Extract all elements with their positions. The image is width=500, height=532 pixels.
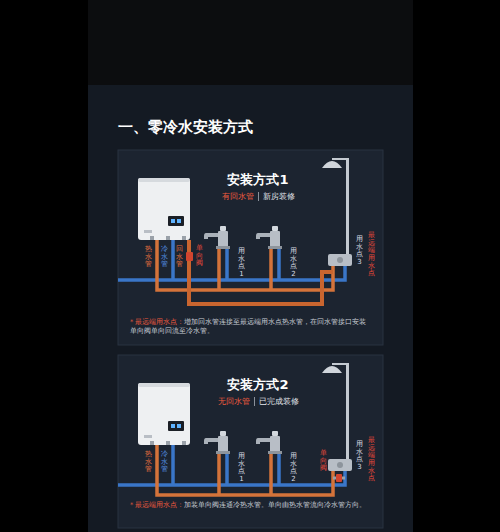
cold-pipe: [277, 249, 281, 280]
faucet: [204, 431, 230, 454]
faucet: [256, 431, 282, 454]
hot-pipe: [269, 249, 273, 290]
cold-pipe: [171, 445, 175, 485]
pipes-2: [118, 445, 345, 495]
pipe-label: 冷水管: [161, 451, 168, 474]
check-valve: [336, 474, 342, 482]
panel-note: * 最远端用水点：: [130, 318, 184, 326]
faucet: [204, 226, 230, 249]
panel-note: 加装单向阀连通冷热水管。单向由热水管流向冷水管方向。: [184, 501, 366, 509]
panel-tag: 新房装修: [258, 192, 295, 201]
pipe-label: 用水点3: [356, 441, 363, 472]
panel-ground: [118, 355, 383, 528]
page-title: 一、零冷水安装方式: [118, 118, 253, 137]
pipes-1: [118, 240, 345, 304]
panel-note: * 最远端用水点：: [130, 501, 184, 509]
panel-tag: 已完成装修: [254, 397, 299, 406]
top-band: [88, 0, 413, 85]
shower-set: [322, 158, 352, 266]
content-column: [88, 85, 413, 532]
pipe-label: 单向阀: [320, 450, 327, 473]
pipe-label: 单向阀: [196, 245, 203, 268]
pipe-label: 回水管: [176, 246, 183, 269]
panel-tag: 无回水管: [218, 397, 250, 406]
pipe-label: 用水点1: [238, 248, 245, 279]
pipe-label: 用水点2: [290, 453, 297, 484]
install-panel: 安装方式2 无回水管已完成装修 * 最远端用水点：加装单向阀连通冷热水管。单向由热水…: [118, 355, 383, 528]
return-pipe: [189, 240, 333, 304]
water-heater: [138, 383, 190, 445]
hot-pipe: [157, 240, 333, 290]
faucet: [256, 226, 282, 249]
hot-pipe: [157, 445, 333, 495]
cold-pipe: [225, 249, 229, 280]
pipe-label: 热水管: [145, 451, 152, 474]
pipe-label: 最远端用水点: [368, 437, 375, 483]
panel-ground: [118, 150, 383, 345]
pipe-label: 冷水管: [161, 246, 168, 269]
pipe-label: 热水管: [145, 246, 152, 269]
cold-pipe: [171, 240, 175, 280]
panel-heading: 安装方式2: [188, 377, 328, 393]
cold-pipe: [277, 454, 281, 485]
cold-pipe: [118, 471, 345, 485]
panel-tag: 有回水管: [222, 192, 254, 201]
install-panel: 安装方式1有回水管新房装修* 最远端用水点：增加回水管连接至最远端用水点热水管，…: [118, 150, 383, 345]
hot-pipe: [217, 249, 221, 290]
cold-pipe: [118, 266, 345, 280]
pipe-label: 最远端用水点: [368, 232, 375, 278]
pipe-label: 用水点2: [290, 248, 297, 279]
check-valve: [186, 252, 193, 261]
cold-pipe: [225, 454, 229, 485]
pipe-label: 用水点1: [238, 453, 245, 484]
pipe-label: 用水点3: [356, 236, 363, 267]
water-heater: [138, 178, 190, 240]
hot-pipe: [269, 454, 273, 495]
hot-pipe: [217, 454, 221, 495]
panel-heading: 安装方式1: [188, 172, 328, 188]
